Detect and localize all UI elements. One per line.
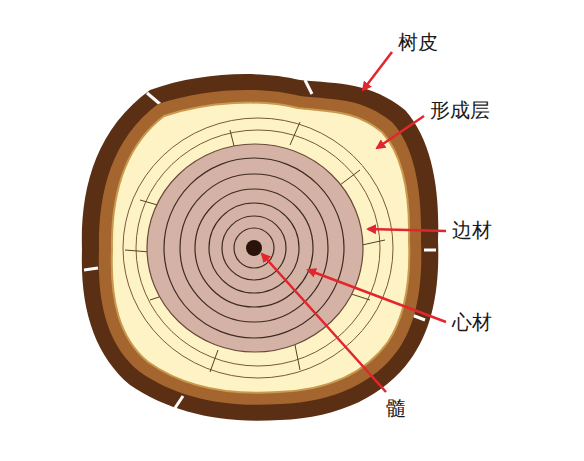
- heartwood-rings: [164, 158, 344, 338]
- bark: [82, 74, 438, 421]
- rays: [125, 122, 385, 372]
- part-label: 树皮: [398, 30, 438, 54]
- pith: [246, 240, 262, 256]
- sapwood: [112, 103, 410, 393]
- part-label: 髓: [386, 396, 406, 420]
- cambium: [99, 90, 422, 405]
- part-label: 形成层: [430, 98, 490, 122]
- leader-arrows: [262, 52, 446, 392]
- sapwood-rings: [123, 118, 393, 378]
- bark-cracks: [84, 80, 436, 408]
- part-label: 边材: [452, 218, 492, 242]
- heartwood: [147, 144, 363, 352]
- part-label: 心材: [452, 310, 492, 334]
